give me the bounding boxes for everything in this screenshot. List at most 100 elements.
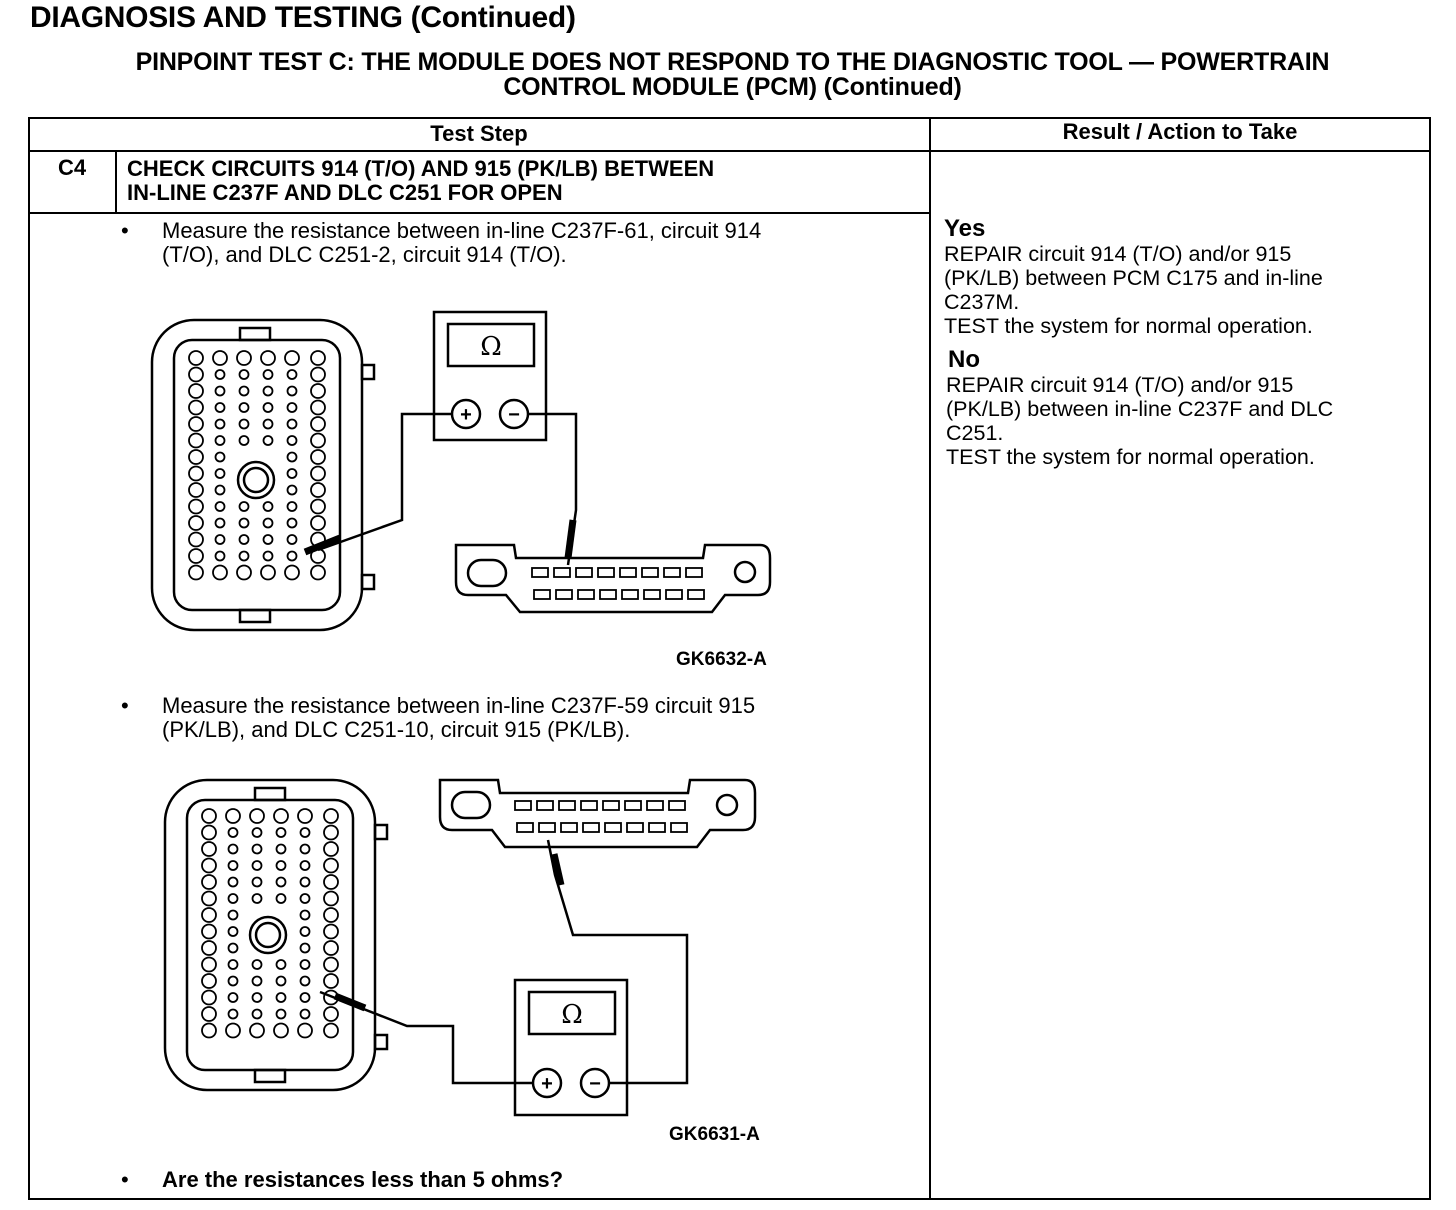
dlc-terminal-slot (577, 589, 595, 600)
dlc-terminal-slot (514, 800, 532, 811)
connector-pin (260, 564, 276, 581)
connector-pin (201, 1006, 217, 1022)
connector-pin (323, 890, 339, 907)
connector-pin (227, 975, 239, 987)
step-id-divider (115, 151, 117, 213)
result-no-line: TEST the system for normal operation. (946, 445, 1315, 469)
connector-pin (275, 843, 287, 855)
connector-pin (214, 435, 226, 446)
connector-pin (299, 1008, 311, 1020)
connector-pin (310, 416, 326, 432)
figure-1-diagram: Ω + − (150, 310, 772, 632)
connector-pin (284, 350, 300, 366)
connector-pin (227, 843, 239, 855)
connector-pin (323, 907, 339, 923)
meter-minus-terminal: − (589, 1073, 601, 1095)
connector-pin (238, 418, 250, 430)
connector-pin (188, 548, 204, 564)
step-id: C4 (57, 155, 87, 180)
meter-minus-terminal: − (508, 404, 520, 426)
connector-pin (273, 1022, 289, 1039)
connector-pin (323, 956, 339, 973)
connector-pin (286, 369, 298, 380)
connector-pin (201, 989, 217, 1006)
dlc-terminal-slot (643, 589, 661, 600)
connector-pin (323, 824, 339, 841)
meter-plus-terminal: + (460, 404, 472, 426)
connector-pin (299, 975, 311, 987)
dlc-terminal-slot (641, 567, 659, 578)
connector-pin (251, 827, 263, 838)
step-title-rule (28, 212, 930, 214)
connector-pin (236, 564, 252, 581)
connector-pin (286, 385, 298, 397)
connector-pin (214, 402, 226, 413)
connector-pin (262, 534, 274, 545)
connector-pin (251, 843, 263, 855)
connector-pin (299, 926, 311, 937)
connector-pin (249, 808, 265, 824)
dlc-terminal-slot (536, 800, 554, 811)
dlc-terminal-slot (555, 589, 573, 600)
meter-plus-terminal: + (541, 1073, 553, 1095)
result-no-line: REPAIR circuit 914 (T/O) and/or 915 (946, 373, 1294, 397)
dlc-terminal-slot (621, 589, 639, 600)
question-text: Are the resistances less than 5 ohms? (162, 1167, 564, 1192)
connector-pin (323, 940, 339, 956)
connector-pin (251, 876, 263, 888)
connector-pin (201, 890, 217, 907)
connector-pin (227, 893, 239, 904)
connector-pin (227, 827, 239, 838)
connector-pin (214, 501, 226, 512)
connector-pin (323, 874, 339, 890)
column-header-result: Result / Action to Take (1062, 119, 1298, 144)
connector-pin (236, 350, 252, 366)
connector-pin (188, 482, 204, 498)
figure-1-label: GK6632-A (676, 649, 767, 670)
ohmmeter-icon: Ω + − (432, 310, 548, 442)
connector-c237f-icon (163, 778, 389, 1092)
connector-pin (286, 468, 298, 479)
figure-2-diagram: Ω + − (163, 778, 757, 1117)
connector-pin (262, 418, 274, 430)
connector-pin (188, 449, 204, 465)
connector-pin (286, 435, 298, 446)
connector-pin (201, 808, 217, 824)
bullet-2-line-1: Measure the resistance between in-line C… (162, 693, 756, 718)
connector-pin (188, 515, 204, 531)
result-yes-line: C237M. (944, 290, 1020, 314)
connector-pin (284, 564, 300, 581)
test-title-line-1: PINPOINT TEST C: THE MODULE DOES NOT RES… (135, 48, 1330, 76)
connector-pin (201, 874, 217, 890)
connector-pin (286, 534, 298, 545)
connector-pin (214, 418, 226, 430)
pinpoint-test-title: PINPOINT TEST C: THE MODULE DOES NOT RES… (30, 50, 1435, 100)
connector-pin (188, 416, 204, 432)
connector-pin (323, 923, 339, 940)
step-title: CHECK CIRCUITS 914 (T/O) AND 915 (PK/LB)… (127, 157, 907, 205)
connector-pin (214, 369, 226, 380)
dlc-terminal-slot (602, 800, 620, 811)
dlc-terminal-slot (668, 800, 686, 811)
connector-pin (201, 1022, 217, 1039)
connector-pin (227, 992, 239, 1003)
connector-pin (227, 876, 239, 888)
connector-pin (238, 369, 250, 380)
connector-pin (225, 1022, 241, 1039)
dlc-terminal-slot (580, 800, 598, 811)
negative-lead (546, 839, 689, 1085)
connector-pin (227, 926, 239, 937)
connector-pin (214, 517, 226, 529)
result-no-text: REPAIR circuit 914 (T/O) and/or 915 (PK/… (946, 373, 1426, 469)
connector-pin (188, 383, 204, 399)
connector-pin (201, 857, 217, 874)
connector-pin (262, 402, 274, 413)
connector-pin (299, 860, 311, 871)
connector-pin (310, 432, 326, 449)
dlc-terminal-slot (553, 567, 571, 578)
connector-pin (299, 893, 311, 904)
connector-pin (323, 1006, 339, 1022)
connector-pin (262, 369, 274, 380)
connector-pin (214, 468, 226, 479)
connector-pin (262, 435, 274, 446)
